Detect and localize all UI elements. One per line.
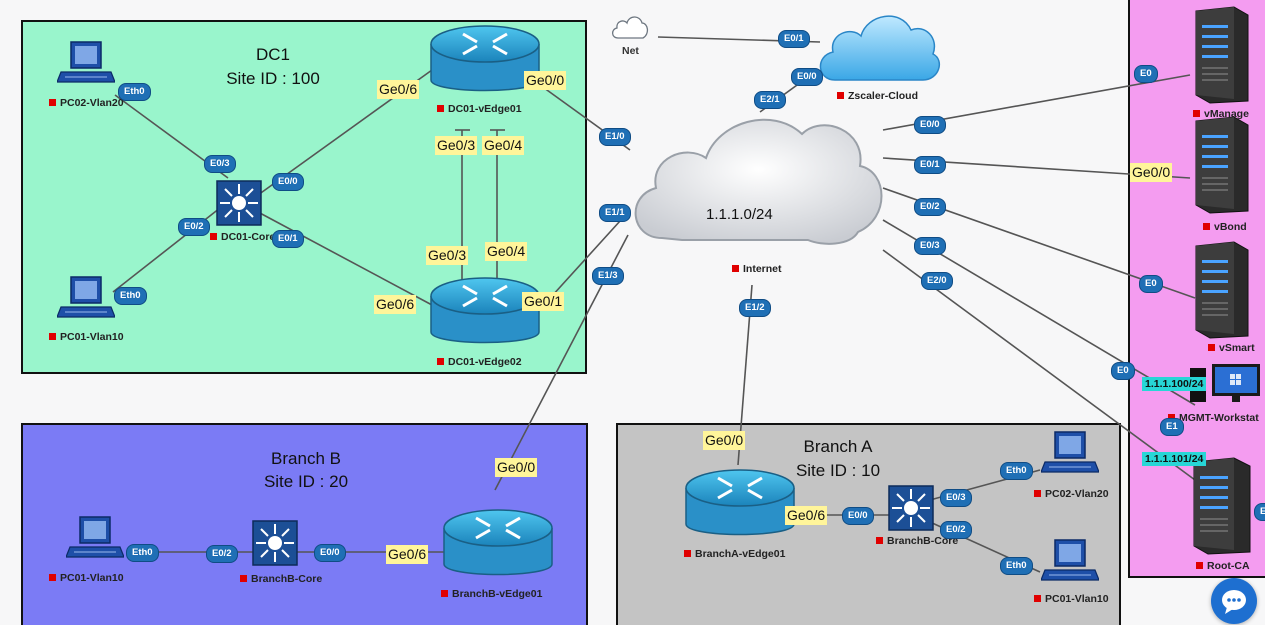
ge-label: Ge0/6 [374, 295, 417, 314]
internet-label: Internet [732, 263, 782, 275]
ge-label: Ge0/0 [1130, 163, 1173, 182]
interface-badge: Eth0 [118, 83, 151, 101]
ge-label: Ge0/4 [485, 242, 528, 261]
interface-badge: E0/2 [914, 198, 946, 216]
pc02-vlan20-label: PC02-Vlan20 [49, 97, 124, 109]
link [257, 211, 433, 306]
router-icon[interactable] [684, 468, 796, 546]
dc01-vedge01-label: DC01-vEdge01 [437, 103, 522, 115]
net-cloud-icon[interactable] [610, 12, 650, 42]
interface-badge: E0/3 [914, 237, 946, 255]
interface-badge: E1 [1160, 418, 1184, 436]
ge-label: Ge0/3 [435, 136, 478, 155]
switch-icon[interactable] [252, 520, 298, 566]
net-label: Net [622, 45, 639, 57]
internet-cloud-icon[interactable] [622, 100, 892, 260]
interface-badge: E0/1 [914, 156, 946, 174]
server-icon[interactable] [1188, 456, 1254, 556]
server-icon[interactable] [1190, 240, 1250, 340]
pc-icon[interactable] [57, 275, 115, 323]
interface-badge: E0/2 [178, 218, 210, 236]
ge-label: Ge0/6 [785, 506, 828, 525]
interface-badge: E0/0 [791, 68, 823, 86]
interface-badge: E0 [1139, 275, 1163, 293]
interface-badge: E0/2 [940, 521, 972, 539]
internet-subnet: 1.1.1.0/24 [706, 206, 773, 223]
ge-label: Ge0/0 [524, 71, 567, 90]
server-icon[interactable] [1190, 115, 1250, 215]
interface-badge: E0/0 [272, 173, 304, 191]
chat-bubble-icon [1222, 590, 1246, 614]
dc01-core-label: DC01-Core [210, 231, 275, 243]
zscaler-label: Zscaler-Cloud [837, 90, 918, 102]
interface-badge: E1/2 [739, 299, 771, 317]
interface-badge: E2/0 [921, 272, 953, 290]
vmanage-label: vManage [1193, 108, 1249, 120]
interface-badge: E0 [1111, 362, 1135, 380]
branch-a-title: Branch A [803, 437, 873, 456]
zscaler-cloud-icon[interactable] [813, 4, 943, 84]
ge-label: Ge0/1 [522, 292, 565, 311]
switch-icon[interactable] [888, 485, 934, 531]
pc-icon[interactable] [1041, 430, 1099, 478]
interface-badge: E0/0 [914, 116, 946, 134]
ge-label: Ge0/3 [426, 246, 469, 265]
interface-badge: E0/1 [272, 230, 304, 248]
interface-badge: Eth0 [1000, 462, 1033, 480]
vsmart-label: vSmart [1208, 342, 1255, 354]
dc1-title: DC1 [255, 45, 290, 64]
pc-icon[interactable] [57, 40, 115, 88]
ge-label: Ge0/0 [495, 458, 538, 477]
pc01-vlan10-label: PC01-Vlan10 [49, 331, 124, 343]
workstation-icon[interactable] [1190, 362, 1262, 406]
mgmt-workstation-label: MGMT-Workstat [1168, 412, 1259, 424]
interface-badge: Eth0 [126, 544, 159, 562]
interface-badge: E0/0 [314, 544, 346, 562]
router-icon[interactable] [429, 276, 541, 354]
interface-badge: E1/1 [599, 204, 631, 222]
brancha-vedge01-label: BranchA-vEdge01 [684, 548, 785, 560]
router-icon[interactable] [429, 24, 541, 102]
interface-badge: E0/2 [206, 545, 238, 563]
switch-icon[interactable] [216, 180, 262, 226]
interface-badge: Eth0 [1000, 557, 1033, 575]
pc-icon[interactable] [1041, 538, 1099, 586]
interface-badge: E1/0 [599, 128, 631, 146]
interface-badge: E0/3 [940, 489, 972, 507]
ba-pc02-vlan20-label: PC02-Vlan20 [1034, 488, 1109, 500]
branchb-vedge01-label: BranchB-vEdge01 [441, 588, 542, 600]
server-icon[interactable] [1190, 5, 1250, 105]
interface-badge: Eth0 [114, 287, 147, 305]
chat-button[interactable] [1211, 578, 1257, 624]
interface-badge: E0/0 [842, 507, 874, 525]
interface-badge: E1/3 [592, 267, 624, 285]
ge-label: Ge0/6 [377, 80, 420, 99]
vbond-label: vBond [1203, 221, 1247, 233]
interface-badge: E0/3 [204, 155, 236, 173]
dc01-vedge02-label: DC01-vEdge02 [437, 356, 522, 368]
mgmt-ip-label: 1.1.1.100/24 [1142, 377, 1207, 391]
ge-label: Ge0/0 [703, 431, 746, 450]
branch-b-site-id: Site ID : 20 [263, 472, 349, 491]
ba-pc01-vlan10-label: PC01-Vlan10 [1034, 593, 1109, 605]
ge-label: Ge0/6 [386, 545, 429, 564]
brancha-core-label: BranchB-Core [876, 535, 958, 547]
interface-badge: E0/1 [778, 30, 810, 48]
branchb-core-label: BranchB-Core [240, 573, 322, 585]
pc-icon[interactable] [66, 515, 124, 563]
rootca-ip-label: 1.1.1.101/24 [1142, 452, 1207, 466]
interface-badge: E2/1 [754, 91, 786, 109]
root-ca-label: Root-CA [1196, 560, 1250, 572]
router-icon[interactable] [442, 508, 554, 586]
dc1-site-id: Site ID : 100 [226, 69, 320, 88]
ge-label: Ge0/4 [482, 136, 525, 155]
branch-b-title: Branch B [271, 449, 341, 468]
interface-badge: E [1254, 503, 1265, 521]
branch-a-site-id: Site ID : 10 [795, 461, 881, 480]
bb-pc01-vlan10-label: PC01-Vlan10 [49, 572, 124, 584]
interface-badge: E0 [1134, 65, 1158, 83]
